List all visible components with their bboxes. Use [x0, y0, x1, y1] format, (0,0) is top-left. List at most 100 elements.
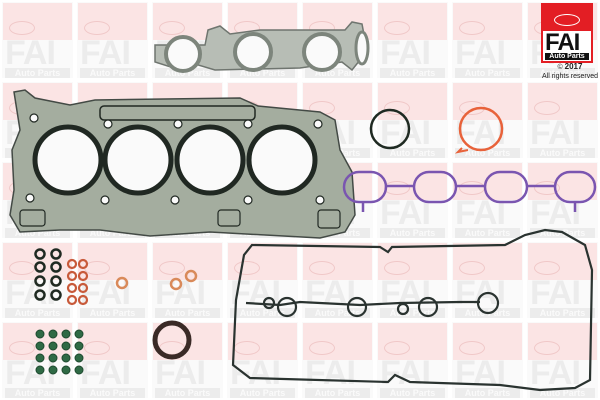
watermark-brand: FAI	[380, 114, 431, 152]
globe-icon	[534, 261, 560, 275]
orange-seal-ring	[454, 106, 504, 154]
crankshaft-oil-seal	[152, 320, 192, 360]
globe-icon	[554, 14, 580, 26]
globe-icon	[234, 261, 260, 275]
watermark-brand: FAI	[155, 354, 206, 392]
black-o-rings-set	[34, 248, 62, 301]
watermark-brand: FAI	[80, 354, 131, 392]
watermark-subtitle: Auto Parts	[305, 308, 370, 318]
copper-o-rings-set	[66, 258, 89, 306]
logo-brand: FAI	[545, 29, 580, 56]
rights-reserved: All rights reserved	[541, 73, 599, 80]
watermark-subtitle: Auto Parts	[155, 68, 220, 78]
watermark-subtitle: Auto Parts	[80, 228, 145, 238]
globe-icon	[9, 21, 35, 35]
globe-icon	[9, 341, 35, 355]
watermark-subtitle: Auto Parts	[80, 308, 145, 318]
watermark-subtitle: Auto Parts	[230, 68, 295, 78]
cylinder-head-gasket	[9, 89, 356, 239]
globe-icon	[159, 261, 185, 275]
globe-icon	[384, 101, 410, 115]
watermark-brand: FAI	[5, 274, 56, 312]
copper-washers	[115, 269, 198, 291]
watermark-subtitle: Auto Parts	[5, 388, 70, 398]
globe-icon	[534, 181, 560, 195]
watermark-brand: FAI	[80, 34, 131, 72]
watermark-subtitle: Auto Parts	[5, 68, 70, 78]
watermark-subtitle: Auto Parts	[455, 148, 520, 158]
watermark-brand: FAI	[380, 34, 431, 72]
watermark-subtitle: Auto Parts	[380, 308, 445, 318]
globe-icon	[309, 341, 335, 355]
watermark-subtitle: Auto Parts	[305, 68, 370, 78]
watermark-subtitle: Auto Parts	[380, 388, 445, 398]
watermark-brand: FAI	[230, 354, 281, 392]
watermark-brand: FAI	[455, 34, 506, 72]
watermark-subtitle: Auto Parts	[530, 308, 595, 318]
watermark-brand: FAI	[380, 354, 431, 392]
globe-icon	[459, 261, 485, 275]
globe-icon	[534, 101, 560, 115]
valve-stem-seals	[35, 329, 84, 375]
exhaust-manifold-gasket	[154, 21, 370, 73]
watermark-brand: FAI	[5, 354, 56, 392]
globe-icon	[384, 21, 410, 35]
globe-icon	[159, 21, 185, 35]
watermark-subtitle: Auto Parts	[80, 388, 145, 398]
watermark-subtitle: Auto Parts	[530, 68, 595, 78]
globe-icon	[459, 21, 485, 35]
watermark-subtitle: Auto Parts	[305, 388, 370, 398]
watermark-subtitle: Auto Parts	[155, 308, 220, 318]
watermark-subtitle: Auto Parts	[230, 388, 295, 398]
watermark-subtitle: Auto Parts	[155, 388, 220, 398]
globe-icon	[84, 341, 110, 355]
globe-icon	[384, 181, 410, 195]
fai-logo: FAI Auto Parts	[541, 3, 593, 63]
globe-icon	[459, 341, 485, 355]
watermark-brand: FAI	[530, 354, 581, 392]
copyright-year: 2017	[564, 62, 583, 71]
watermark-subtitle: Auto Parts	[455, 68, 520, 78]
watermark-subtitle: Auto Parts	[530, 148, 595, 158]
watermark-subtitle: Auto Parts	[380, 148, 445, 158]
black-o-ring	[369, 108, 411, 150]
globe-icon	[534, 341, 560, 355]
watermark-brand: FAI	[530, 274, 581, 312]
watermark-brand: FAI	[530, 114, 581, 152]
watermark-subtitle: Auto Parts	[455, 388, 520, 398]
globe-icon	[384, 341, 410, 355]
watermark-subtitle: Auto Parts	[230, 308, 295, 318]
globe-icon	[309, 261, 335, 275]
watermark-subtitle: Auto Parts	[380, 68, 445, 78]
globe-icon	[84, 21, 110, 35]
watermark-subtitle: Auto Parts	[80, 68, 145, 78]
valve-cover-gasket	[231, 228, 594, 392]
watermark-brand: FAI	[5, 34, 56, 72]
watermark-brand: FAI	[305, 354, 356, 392]
copyright-notice: © 2017 All rights reserved	[540, 62, 600, 81]
globe-icon	[384, 261, 410, 275]
watermark-subtitle: Auto Parts	[5, 228, 70, 238]
watermark-brand: FAI	[80, 274, 131, 312]
logo-subtitle: Auto Parts	[545, 53, 589, 60]
watermark-subtitle: Auto Parts	[530, 388, 595, 398]
watermark-subtitle: Auto Parts	[455, 228, 520, 238]
watermark-brand: FAI	[455, 114, 506, 152]
watermark-subtitle: Auto Parts	[380, 228, 445, 238]
